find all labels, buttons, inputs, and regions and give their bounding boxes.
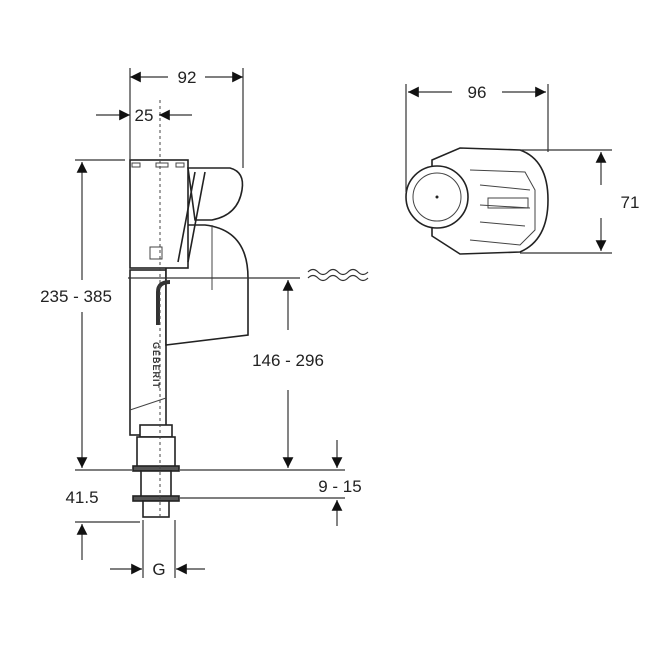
top-view-dimensions: 96 71 — [405, 83, 640, 254]
height-range-label: 235 - 385 — [40, 287, 112, 306]
top-depth-71-label: 71 — [621, 193, 640, 212]
water-level-icon — [307, 268, 369, 282]
side-view-dimensions: 92 25 235 - 385 146 - 296 9 - 15 41.5 G — [40, 68, 369, 579]
thread-range-label: 9 - 15 — [318, 477, 361, 496]
offset-25-label: 25 — [135, 106, 154, 125]
water-level-range-label: 146 - 296 — [252, 351, 324, 370]
top-width-96-label: 96 — [468, 83, 487, 102]
thread-g-label: G — [152, 560, 165, 579]
fill-valve-top-view — [405, 147, 549, 255]
fill-valve-side-view: GEBERIT — [129, 100, 249, 520]
width-92-label: 92 — [178, 68, 197, 87]
brand-mark: GEBERIT — [151, 342, 161, 389]
thread-length-label: 41.5 — [65, 488, 98, 507]
